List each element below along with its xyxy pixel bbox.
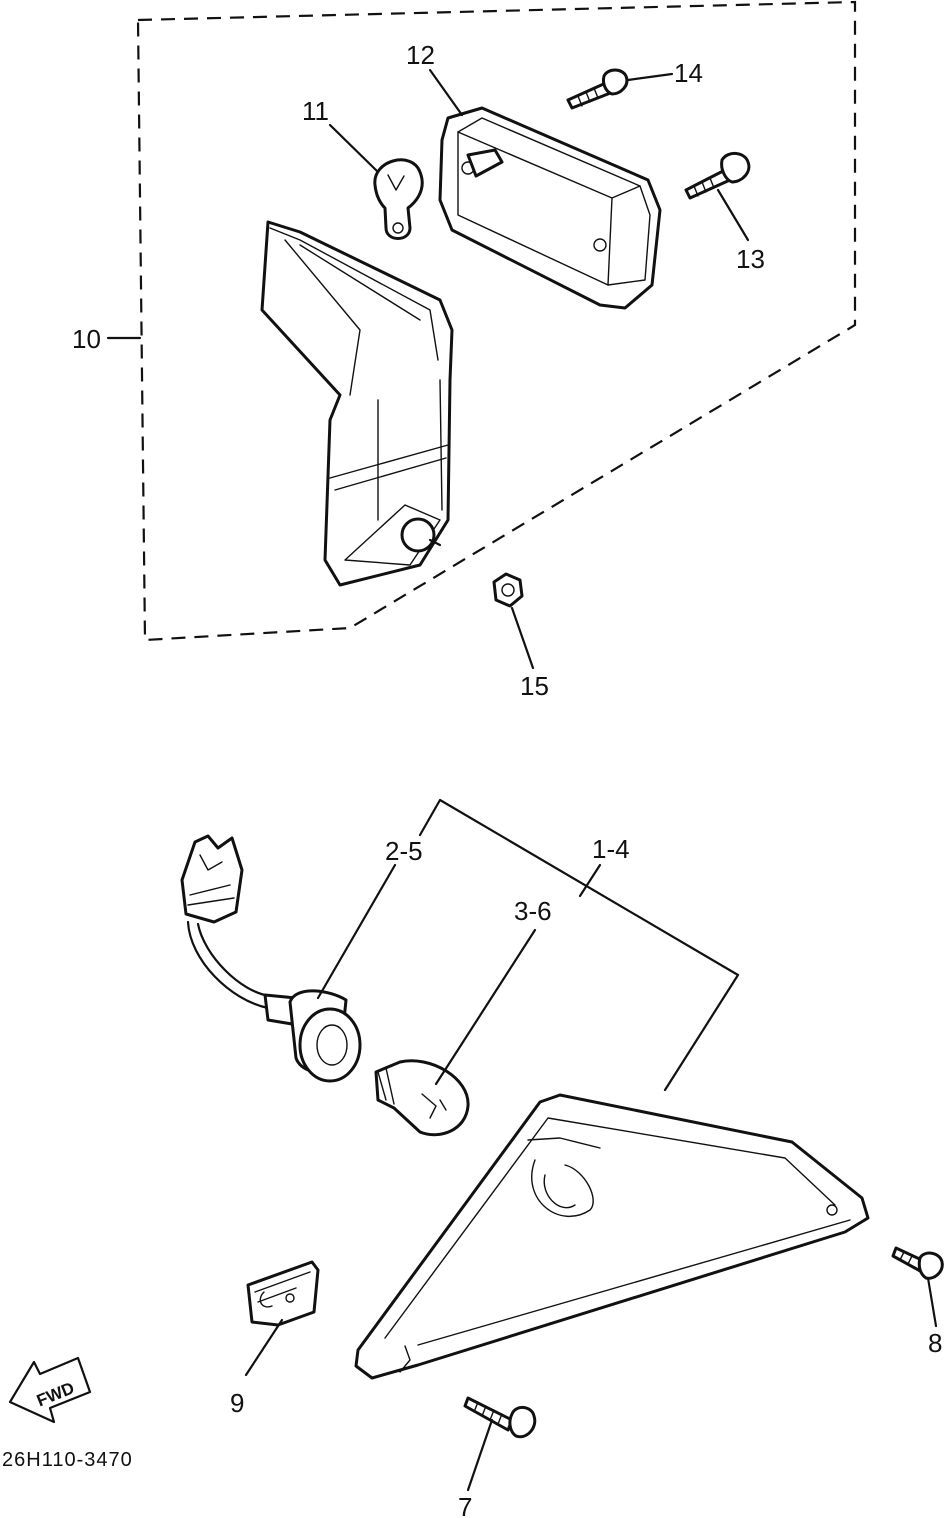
leader-11	[328, 123, 380, 174]
label-11: 11	[302, 96, 329, 126]
label-15: 15	[520, 671, 549, 701]
drawing-code: 26H110-3470	[2, 1449, 133, 1471]
label-10: 10	[72, 324, 101, 354]
assembly-group-boundary	[136, 0, 857, 642]
label-1-4: 1-4	[592, 834, 630, 864]
label-9: 9	[230, 1388, 244, 1418]
screw-8	[891, 1246, 944, 1280]
lens-frame-12	[438, 106, 662, 310]
label-12: 12	[406, 40, 435, 70]
label-13: 13	[736, 244, 765, 274]
label-8: 8	[928, 1328, 942, 1358]
leader-15	[510, 606, 535, 670]
socket-with-connector	[180, 834, 362, 1083]
turn-signal-housing	[260, 220, 454, 587]
bulb-11	[373, 158, 424, 240]
group-bracket-1-4	[418, 798, 740, 1092]
label-3-6: 3-6	[514, 896, 552, 926]
turn-signal-lens	[354, 1093, 870, 1380]
nut-15	[492, 572, 524, 608]
screw-14	[566, 68, 629, 110]
leader-1-4	[578, 863, 602, 898]
leader-7	[466, 1418, 494, 1492]
leader-3-6	[434, 928, 537, 1086]
label-7: 7	[458, 1492, 472, 1518]
screw-13	[684, 152, 751, 200]
leader-9	[244, 1318, 284, 1377]
leader-13	[716, 188, 750, 242]
leader-2-5	[316, 863, 397, 1000]
leader-12	[428, 68, 464, 117]
forward-direction-arrow: FWD	[8, 1356, 92, 1424]
leader-8	[926, 1276, 938, 1328]
leader-14	[626, 72, 674, 82]
bulb-3-6	[374, 1059, 470, 1137]
label-2-5: 2-5	[385, 836, 423, 866]
label-14: 14	[674, 58, 703, 88]
screw-7	[463, 1396, 537, 1439]
clip-9	[246, 1260, 320, 1327]
